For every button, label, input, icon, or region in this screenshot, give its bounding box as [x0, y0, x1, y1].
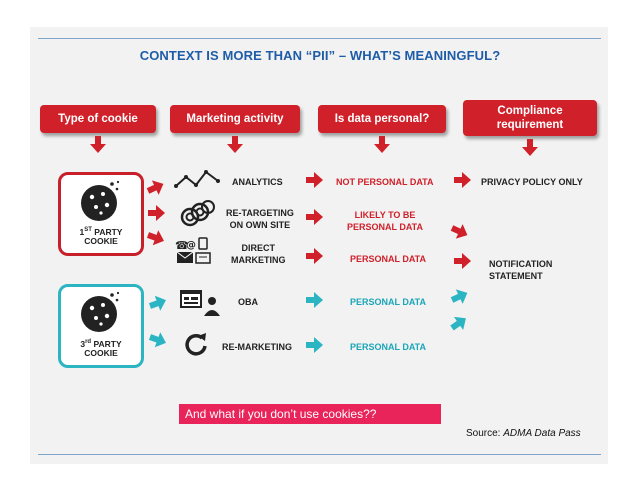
first-party-cookie-icon: [81, 180, 120, 221]
arrow-1st-to-retargeting: [148, 205, 165, 221]
header-is-data-personal: Is data personal?: [318, 105, 446, 133]
bottom-rule: [38, 454, 601, 455]
top-rule: [38, 38, 601, 39]
compliance-privacy-policy: PRIVACY POLICY ONLY: [481, 177, 583, 187]
third-party-cookie-icon: [81, 291, 120, 332]
result-personal-direct: PERSONAL DATA: [350, 254, 427, 264]
target-icon: [180, 200, 215, 227]
third-party-cookie-word: COOKIE: [84, 348, 118, 358]
svg-text:☎: ☎: [175, 239, 189, 252]
arrow-oba-to-notification: [448, 285, 471, 308]
oba-icon: [180, 290, 220, 316]
arrow-3rd-to-oba: [147, 292, 169, 314]
source-citation: Source: ADMA Data Pass: [466, 428, 581, 439]
result-personal-remarketing: PERSONAL DATA: [350, 342, 427, 352]
activity-remarketing: RE-MARKETING: [222, 342, 292, 352]
arrow-direct-to-result: [306, 248, 323, 264]
arrow-personal-to-notification: [454, 253, 471, 269]
down-arrow-compliance: [522, 139, 538, 156]
third-party-label: 3rd PARTY: [80, 338, 122, 349]
header-compliance-requirement: Compliance requirement: [463, 100, 597, 136]
down-arrow-personal: [374, 136, 390, 153]
first-party-label: 1ST PARTY: [79, 226, 123, 237]
no-cookies-callout: And what if you don’t use cookies??: [179, 404, 441, 424]
down-arrow-activity: [227, 136, 243, 153]
header-marketing-activity: Marketing activity: [170, 105, 300, 133]
down-arrow-cookie: [90, 136, 106, 153]
svg-text:@: @: [186, 240, 196, 251]
header-type-of-cookie: Type of cookie: [40, 105, 156, 133]
slide-title: CONTEXT IS MORE THAN “PII” – WHAT’S MEAN…: [139, 48, 501, 63]
arrow-retargeting-to-result: [306, 209, 323, 225]
arrow-3rd-to-remarketing: [147, 329, 169, 351]
activity-analytics: ANALYTICS: [232, 177, 283, 187]
refresh-icon: [185, 333, 207, 356]
direct-marketing-icon: ☎ @: [175, 237, 211, 264]
arrow-oba-to-result: [306, 292, 323, 308]
first-party-cookie-word: COOKIE: [84, 236, 118, 246]
arrow-not-personal-to-privacy: [454, 172, 471, 188]
result-not-personal: NOT PERSONAL DATA: [336, 177, 434, 187]
arrow-1st-to-analytics: [144, 176, 167, 199]
arrow-1st-to-direct: [145, 227, 167, 249]
activity-oba: OBA: [238, 297, 258, 307]
arrow-remarketing-to-result: [306, 337, 323, 353]
result-personal-oba: PERSONAL DATA: [350, 297, 427, 307]
arrow-likely-to-notification: [448, 220, 471, 243]
arrow-analytics-to-result: [306, 172, 323, 188]
arrow-remarketing-to-notification: [447, 311, 471, 335]
